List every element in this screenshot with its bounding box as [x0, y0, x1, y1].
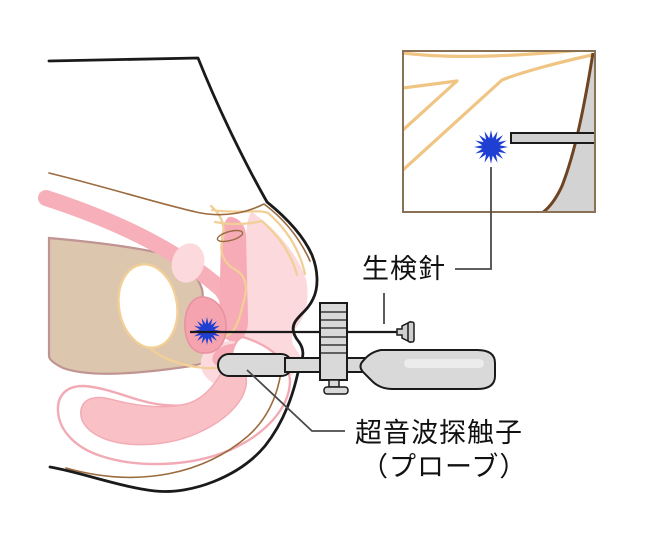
bracket-body	[319, 302, 348, 381]
pubic-cartilage	[171, 243, 205, 283]
needle-hub-plate	[407, 321, 415, 343]
leader-lines	[246, 167, 492, 432]
bracket-foot-base	[323, 386, 349, 395]
gland-loop	[216, 229, 244, 243]
seminal-duct-line	[209, 204, 248, 339]
label-ultrasound-probe-line2: （プローブ）	[361, 452, 528, 483]
bracket-foot-stem	[328, 379, 340, 388]
leader-probe-label	[246, 369, 345, 432]
needle-hub	[396, 320, 415, 344]
inset-magnified-view	[402, 50, 596, 213]
body-outline	[47, 56, 319, 493]
vas-deferens-line-lower	[213, 219, 299, 277]
probe-tip-capsule	[217, 353, 293, 377]
skin-inner-line	[48, 172, 311, 262]
vas-deferens-line-upper	[210, 208, 307, 276]
probe-handle	[359, 349, 496, 390]
label-biopsy-needle: 生検針	[362, 254, 446, 285]
probe-handle-highlight	[404, 359, 484, 368]
inset-tissue-line-seven	[404, 79, 459, 132]
buttock-inner-line	[65, 371, 282, 479]
needle-guide-bracket	[319, 302, 349, 395]
leader-biopsy-to-inset	[455, 167, 492, 270]
inset-content	[404, 52, 594, 211]
inset-probe-surface-fill	[544, 53, 594, 211]
inset-border	[402, 50, 596, 213]
label-ultrasound-probe-line1: 超音波探触子	[355, 418, 523, 449]
inset-probe-surface-line	[542, 52, 594, 211]
inset-target-starburst-icon	[474, 130, 508, 164]
ultrasound-probe	[217, 302, 496, 395]
inset-tissue-line-diagonal	[404, 53, 594, 172]
rectum-inner-lining	[80, 359, 248, 446]
patient-anatomy	[38, 56, 319, 493]
bladder-interior	[117, 263, 179, 349]
inset-needle-bar	[510, 132, 594, 144]
inset-tissue-line-top	[404, 52, 578, 59]
